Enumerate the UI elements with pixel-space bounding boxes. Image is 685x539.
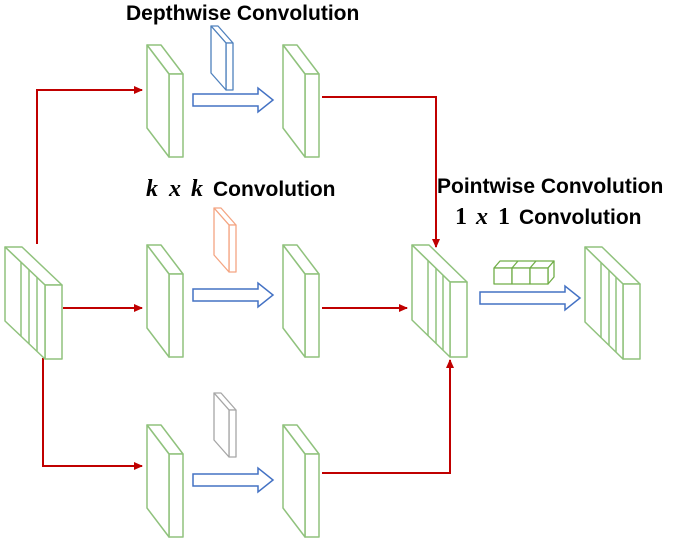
kxk-block-arrow <box>192 281 275 309</box>
kxk-label: k x k Convolution <box>146 176 335 202</box>
one-x-one-text: Convolution <box>519 206 641 229</box>
one-x-one-label: 1 x 1 Convolution <box>455 204 641 230</box>
one-x-one-1: 1 <box>455 204 467 230</box>
connector-top-to-concat <box>322 96 440 248</box>
connector-input-to-top <box>36 86 143 244</box>
third-block-arrow <box>192 466 275 494</box>
kxk-text: Convolution <box>213 178 335 201</box>
pointwise-kernel <box>493 260 555 285</box>
connector-bottom-to-concat <box>322 359 454 474</box>
input-feature-map <box>4 246 63 360</box>
kxk-output-slab <box>282 244 320 358</box>
block-arrows <box>192 86 582 494</box>
depthwise-kernel <box>210 25 234 91</box>
pointwise-label: Pointwise Convolution <box>437 175 663 198</box>
one-x-one-2: 1 <box>498 204 510 230</box>
connector-input-to-bottom <box>42 358 143 470</box>
output-feature-map <box>584 246 641 360</box>
depthwise-label: Depthwise Convolution <box>126 2 359 25</box>
depthwise-output-slab <box>282 44 320 158</box>
third-input-slab <box>146 424 184 538</box>
depthwise-block-arrow <box>192 86 275 114</box>
third-kernel <box>213 392 237 458</box>
pointwise-block-arrow <box>479 284 582 312</box>
feature-maps <box>4 44 641 538</box>
third-output-slab <box>282 424 320 538</box>
kxk-k1: k <box>146 176 158 202</box>
kxk-k2: k <box>191 176 203 202</box>
concat-feature-map <box>411 244 468 358</box>
depthwise-input-slab <box>146 44 184 158</box>
kxk-kernel <box>213 207 237 273</box>
one-x-one-x: x <box>475 204 488 230</box>
kxk-input-slab <box>146 244 184 358</box>
kxk-x: x <box>168 176 181 202</box>
connectors <box>36 86 454 474</box>
